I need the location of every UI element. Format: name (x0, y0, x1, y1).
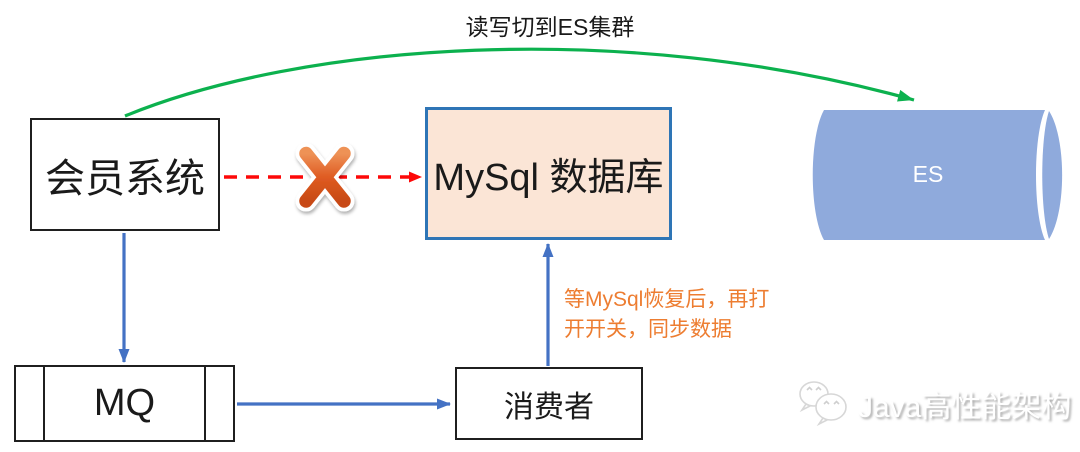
mq-node: MQ (14, 365, 235, 442)
es-cylinder-body (812, 110, 1045, 240)
es-label: ES (912, 161, 944, 187)
mq-left-divider (43, 367, 45, 440)
mq-right-divider (204, 367, 206, 440)
green-arrow-label: 读写切到ES集群 (465, 14, 635, 40)
es-cylinder-cap (1042, 111, 1063, 239)
mysql-recover-note-line2: 开开关，同步数据 (564, 318, 732, 342)
watermark-text: Java高性能架构 (858, 391, 1072, 424)
mq-label: MQ (93, 382, 156, 424)
consumer-node: 消费者 (455, 367, 643, 440)
consumer-label: 消费者 (504, 390, 594, 424)
member-system-node: 会员系统 (30, 118, 220, 231)
es-cylinder (812, 110, 1063, 240)
watermark: Java高性能架构 (794, 379, 1071, 429)
member-system-label: 会员系统 (45, 156, 205, 201)
mysql-recover-note: 等MySql恢复后，再打 开开关，同步数据 (564, 285, 814, 346)
green-curve-arrow (124, 47, 915, 118)
mysql-recover-note-line1: 等MySql恢复后，再打 (564, 288, 770, 311)
wechat-icon (799, 381, 847, 427)
mysql-db-label: MySql 数据库 (433, 157, 664, 199)
mysql-db-node: MySql 数据库 (425, 107, 672, 240)
error-x-icon (295, 143, 355, 212)
